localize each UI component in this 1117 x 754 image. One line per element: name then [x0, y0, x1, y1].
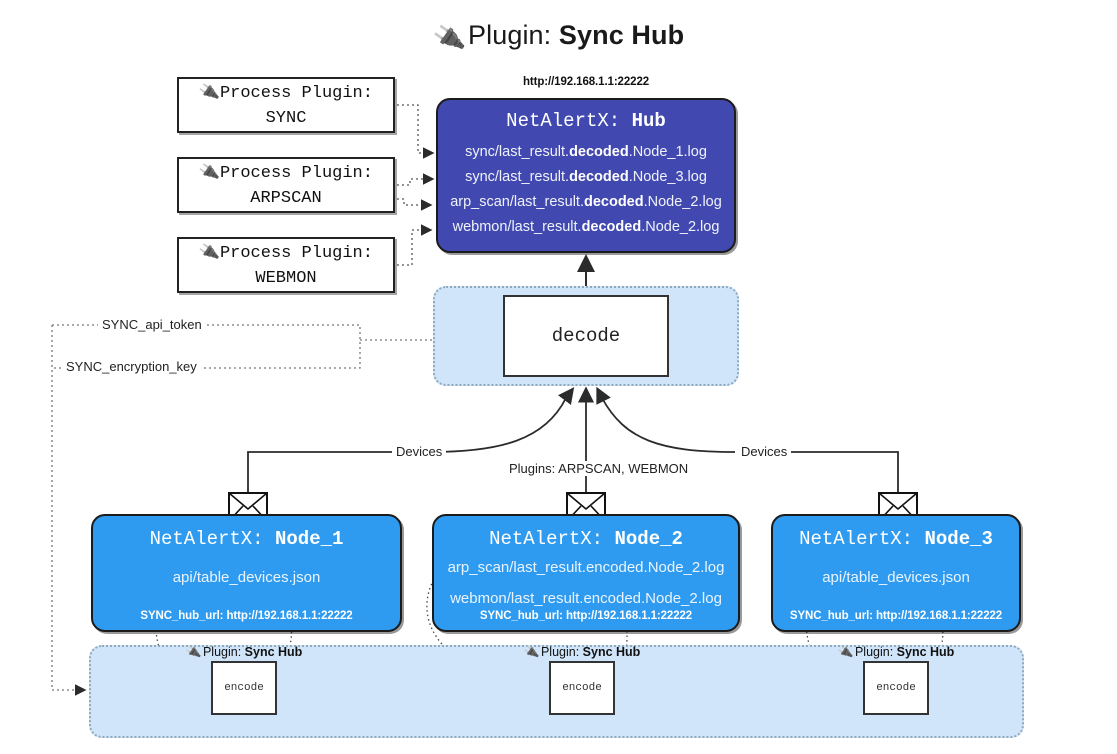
node-hub-url-label: SYNC_hub_url: http://192.168.1.1:22222 [479, 610, 693, 622]
node-title: NetAlertX: Node_1 [150, 528, 344, 550]
process-plugin-label: Process Plugin: [219, 84, 373, 103]
logline-mid: decoded [569, 144, 629, 160]
plug-icon: 🔌 [184, 643, 203, 661]
node-box-node-1[interactable]: NetAlertX: Node_1 api/table_devices.json… [91, 514, 402, 632]
edge-label-encryption-key: SYNC_encryption_key [62, 359, 201, 374]
hub-logline: arp_scan/last_result.decoded.Node_2.log [450, 190, 722, 215]
plug-icon: 🔌 [430, 21, 467, 55]
logline-pre: arp_scan/last_result. [450, 194, 584, 210]
hub-logline: sync/last_result.decoded.Node_1.log [465, 140, 707, 165]
process-plugin-box-webmon[interactable]: 🔌Process Plugin: WEBMON [177, 237, 395, 293]
node-title-prefix: NetAlertX: [149, 528, 264, 550]
process-plugin-name: WEBMON [255, 269, 317, 288]
edge-label-api-token: SYNC_api_token [98, 317, 206, 332]
encode-plugin-name: Sync Hub [244, 645, 303, 659]
logline-pre: sync/last_result. [465, 169, 570, 185]
encode-plugin-name: Sync Hub [896, 645, 955, 659]
plug-icon: 🔌 [522, 643, 541, 661]
process-plugin-box-sync[interactable]: 🔌Process Plugin: SYNC [177, 77, 395, 133]
decode-box[interactable]: decode [503, 295, 669, 377]
node-title: NetAlertX: Node_3 [799, 528, 993, 550]
plug-icon: 🔌 [197, 80, 221, 103]
encode-plugin-label: 🔌Plugin: Sync Hub [836, 643, 955, 661]
logline-post: .Node_2.log [641, 219, 720, 235]
process-plugin-box-arpscan[interactable]: 🔌Process Plugin: ARPSCAN [177, 157, 395, 213]
page-title-prefix: Plugin: [468, 20, 552, 50]
edge-label-plugins: Plugins: ARPSCAN, WEBMON [505, 461, 693, 476]
plug-icon: 🔌 [197, 160, 221, 183]
node-box-node-3[interactable]: NetAlertX: Node_3 api/table_devices.json… [771, 514, 1021, 632]
logline-post: .Node_2.log [643, 194, 722, 210]
encode-plugin-label: 🔌Plugin: Sync Hub [522, 643, 641, 661]
node-title-name: Node_2 [614, 528, 683, 550]
node-title: NetAlertX: Node_2 [489, 528, 683, 550]
node-source: arp_scan/last_result.encoded.Node_2.log [447, 559, 725, 576]
page-title-name: Sync Hub [558, 20, 685, 50]
node-hub-url-label: SYNC_hub_url: http://192.168.1.1:22222 [789, 610, 1003, 622]
encode-plugin-prefix: Plugin: [540, 645, 580, 659]
node-title-name: Node_3 [924, 528, 993, 550]
logline-mid: decoded [569, 169, 629, 185]
logline-mid: decoded [581, 219, 642, 235]
node-title-prefix: NetAlertX: [489, 528, 604, 550]
encode-plugin-label: 🔌Plugin: Sync Hub [184, 643, 303, 661]
encode-plugin-prefix: Plugin: [854, 645, 894, 659]
encode-box-node-3[interactable]: encode [863, 661, 929, 715]
logline-pre: webmon/last_result. [452, 219, 582, 235]
edge-label-devices-right: Devices [737, 444, 792, 459]
encode-plugin-name: Sync Hub [582, 645, 641, 659]
node-hub-url-label: SYNC_hub_url: http://192.168.1.1:22222 [140, 610, 353, 622]
logline-mid: decoded [583, 194, 644, 210]
process-plugin-label: Process Plugin: [219, 164, 373, 183]
hub-logline: webmon/last_result.decoded.Node_2.log [453, 215, 720, 240]
plug-icon: 🔌 [197, 240, 221, 263]
logline-pre: sync/last_result. [465, 144, 570, 160]
logline-post: .Node_3.log [628, 169, 707, 185]
process-plugin-label: Process Plugin: [219, 244, 373, 263]
plug-icon: 🔌 [836, 643, 855, 661]
hub-title: NetAlertX: Hub [506, 110, 666, 132]
node-title-prefix: NetAlertX: [799, 528, 914, 550]
logline-post: .Node_1.log [628, 144, 707, 160]
encode-box-node-2[interactable]: encode [549, 661, 615, 715]
hub-title-prefix: NetAlertX: [506, 110, 621, 132]
process-plugin-name: ARPSCAN [250, 189, 322, 208]
encode-box-node-1[interactable]: encode [211, 661, 277, 715]
page-title: 🔌Plugin: Sync Hub [0, 18, 1117, 54]
encode-plugin-prefix: Plugin: [202, 645, 242, 659]
hub-node-box[interactable]: NetAlertX: Hub sync/last_result.decoded.… [436, 98, 736, 253]
node-source: api/table_devices.json [822, 569, 970, 586]
node-source: api/table_devices.json [172, 569, 321, 586]
hub-url-label: http://192.168.1.1:22222 [522, 76, 650, 88]
hub-logline: sync/last_result.decoded.Node_3.log [465, 165, 707, 190]
edge-label-devices-left: Devices [392, 444, 447, 459]
hub-title-name: Hub [631, 110, 666, 132]
process-plugin-name: SYNC [265, 109, 307, 128]
node-source: webmon/last_result.encoded.Node_2.log [450, 590, 722, 607]
node-title-name: Node_1 [275, 528, 344, 550]
node-box-node-2[interactable]: NetAlertX: Node_2 arp_scan/last_result.e… [432, 514, 740, 632]
